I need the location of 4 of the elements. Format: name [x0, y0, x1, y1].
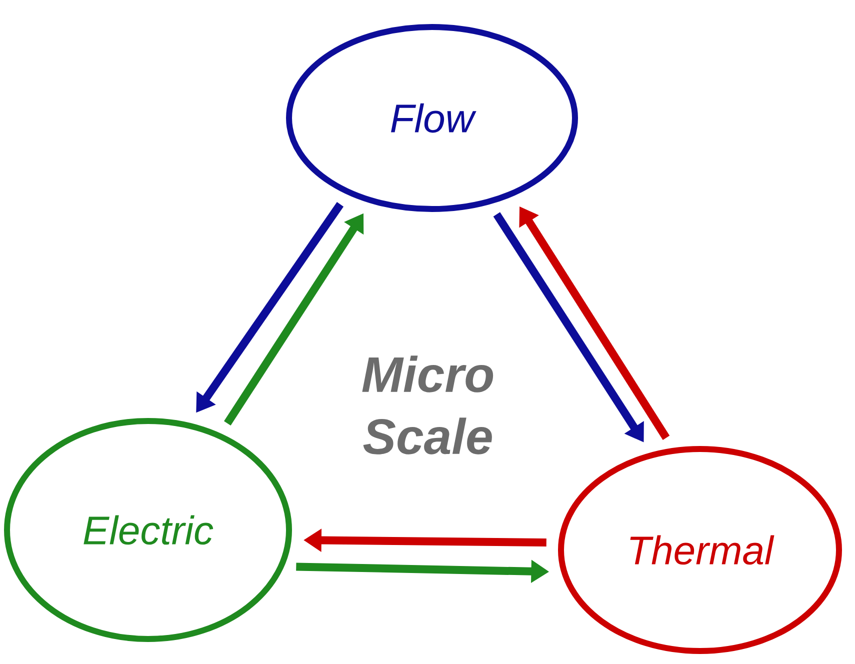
ellipse-node: Thermal: [558, 446, 842, 654]
ellipse-node: Electric: [4, 418, 292, 642]
center-label: Micro Scale: [362, 356, 494, 454]
ellipse-node: Flow: [286, 24, 578, 212]
